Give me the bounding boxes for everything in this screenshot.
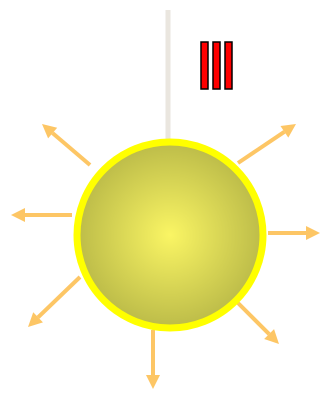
red-bar: [225, 42, 232, 89]
arrow-shaft: [38, 277, 80, 317]
arrow-icon: [238, 124, 296, 163]
red-bar: [201, 42, 208, 89]
arrow-shaft: [238, 303, 269, 334]
arrow-shaft: [238, 132, 284, 163]
arrow-icon: [28, 277, 80, 327]
arrow-icon: [11, 208, 72, 222]
arrow-icon: [42, 124, 90, 165]
arrow-shaft: [53, 133, 90, 165]
arrow-head: [306, 226, 320, 240]
arrow-icon: [268, 226, 320, 240]
red-bars-icon: [201, 42, 232, 89]
sun-icon: [77, 142, 263, 328]
arrow-head: [11, 208, 25, 222]
arrow-icon: [146, 330, 160, 389]
arrow-icon: [238, 303, 279, 344]
red-bar: [213, 42, 220, 89]
arrow-head: [146, 375, 160, 389]
